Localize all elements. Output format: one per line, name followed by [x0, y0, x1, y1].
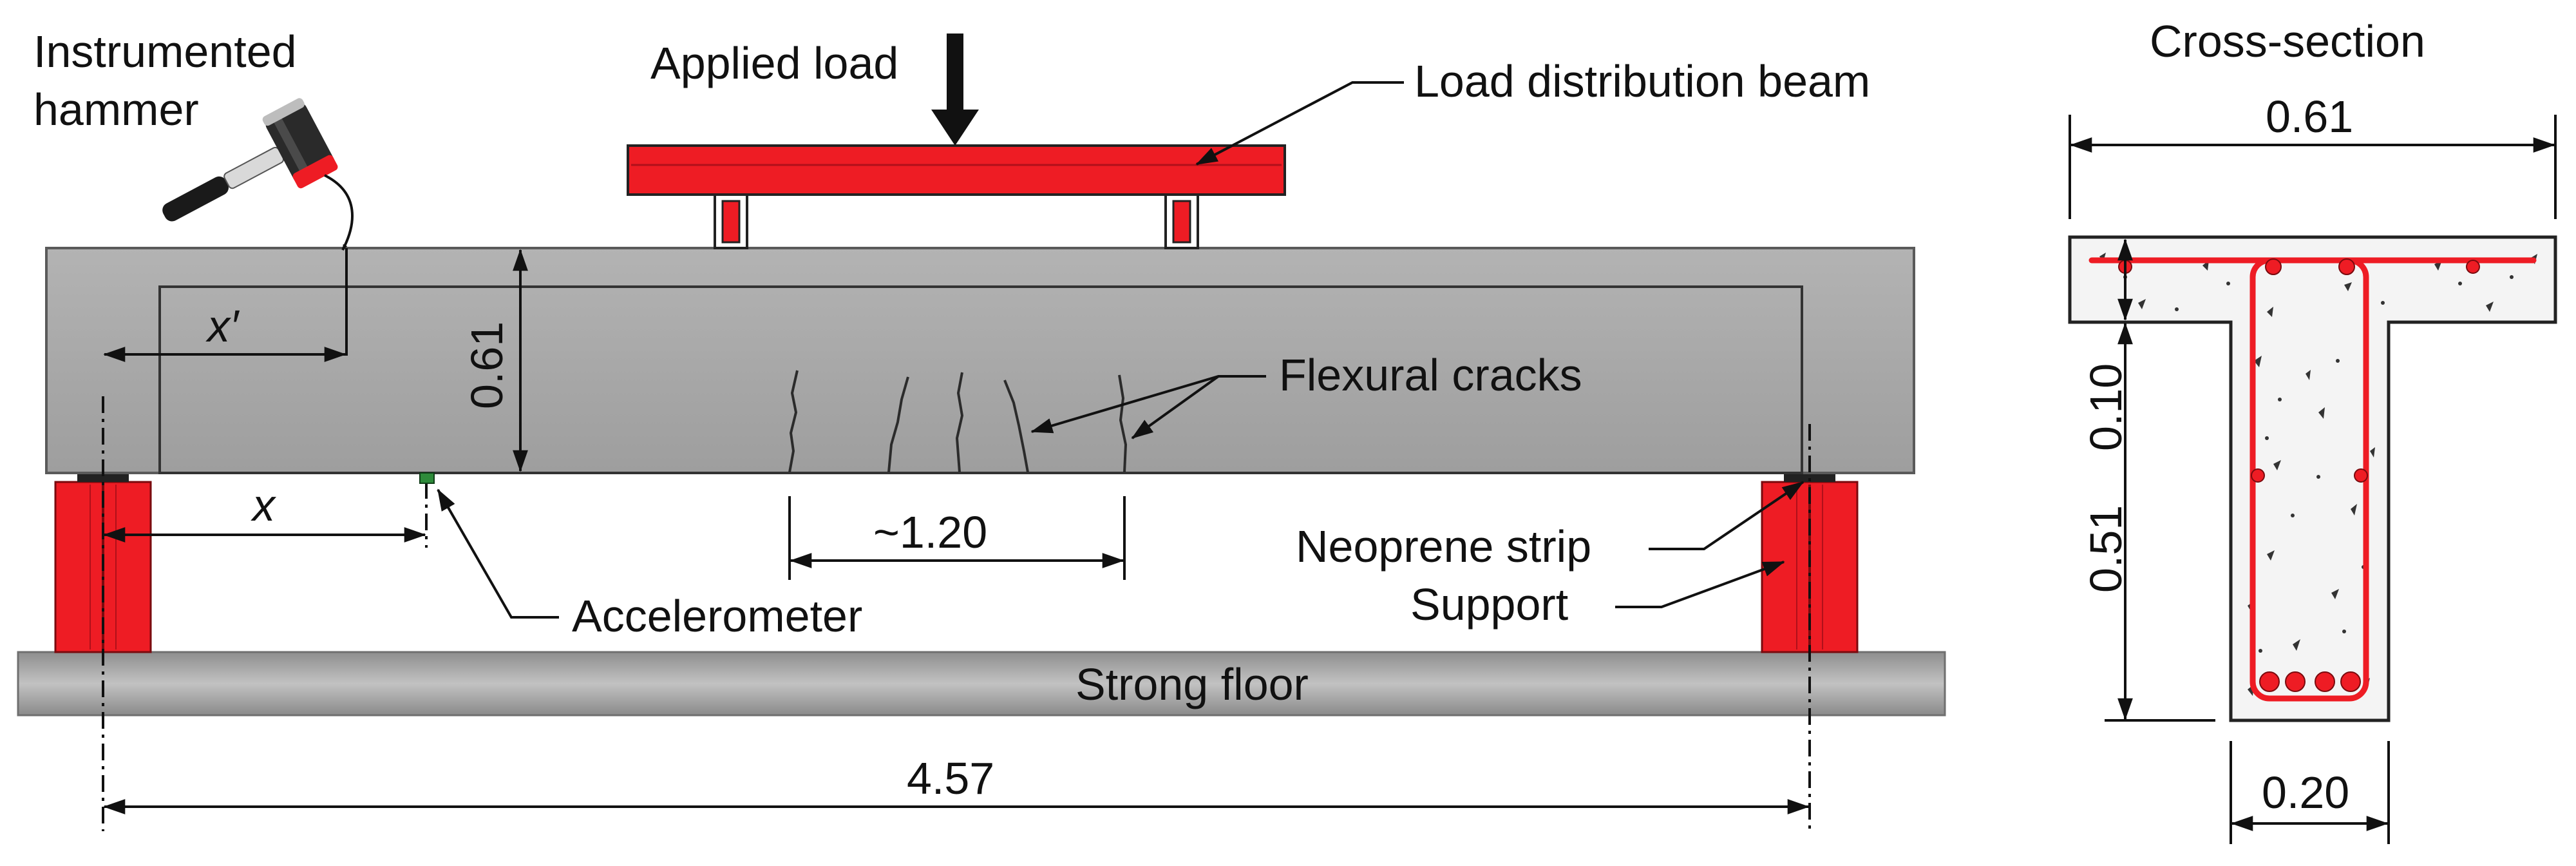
sensor-icon [419, 472, 435, 484]
flexural-cracks [788, 370, 1128, 473]
flexural-cracks-leader-2 [1131, 375, 1220, 439]
beam-height-value: 0.61 [462, 322, 512, 409]
strong-floor [17, 651, 1946, 717]
hammer-label-line2: hammer [33, 84, 199, 135]
hammer-swing-arrow [324, 174, 354, 251]
right-neoprene-strip [1784, 473, 1835, 482]
flexural-cracks-label: Flexural cracks [1279, 350, 1582, 400]
applied-load-label: Applied load [650, 38, 898, 88]
span-value: 4.57 [907, 753, 994, 803]
crack-zone-value: ~1.20 [873, 507, 987, 557]
strong-floor-label: Strong floor [1075, 659, 1309, 709]
accelerometer-leader [437, 488, 559, 619]
rebar-bars [2118, 258, 2480, 692]
flange-thickness-value: 0.10 [2081, 363, 2131, 451]
t-section-shape [2068, 235, 2557, 722]
down-arrow-icon [931, 34, 979, 146]
web-width-value: 0.20 [2262, 767, 2349, 818]
hammer-label-line1: Instrumented [33, 26, 297, 77]
support-label: Support [1410, 579, 1568, 630]
x-label: x [251, 480, 277, 530]
load-distribution-beam-label: Load distribution beam [1414, 56, 1870, 106]
left-neoprene-strip [77, 473, 129, 482]
accelerometer-label: Accelerometer [572, 591, 862, 641]
x-prime-label: x′ [205, 301, 240, 351]
neoprene-strip-leader [1649, 481, 1804, 550]
load-distribution-beam [627, 144, 1286, 249]
load-beam-leader [1195, 81, 1404, 166]
cross-section-title: Cross-section [2150, 16, 2425, 66]
hammer-icon [162, 98, 338, 222]
support-leader [1615, 561, 1785, 608]
flange-width-value: 0.61 [2266, 91, 2353, 142]
web-height-value: 0.51 [2081, 505, 2131, 593]
beam-inner-outline [158, 285, 1803, 474]
concrete-beam [45, 247, 1915, 474]
neoprene-strip-label: Neoprene strip [1296, 521, 1591, 572]
